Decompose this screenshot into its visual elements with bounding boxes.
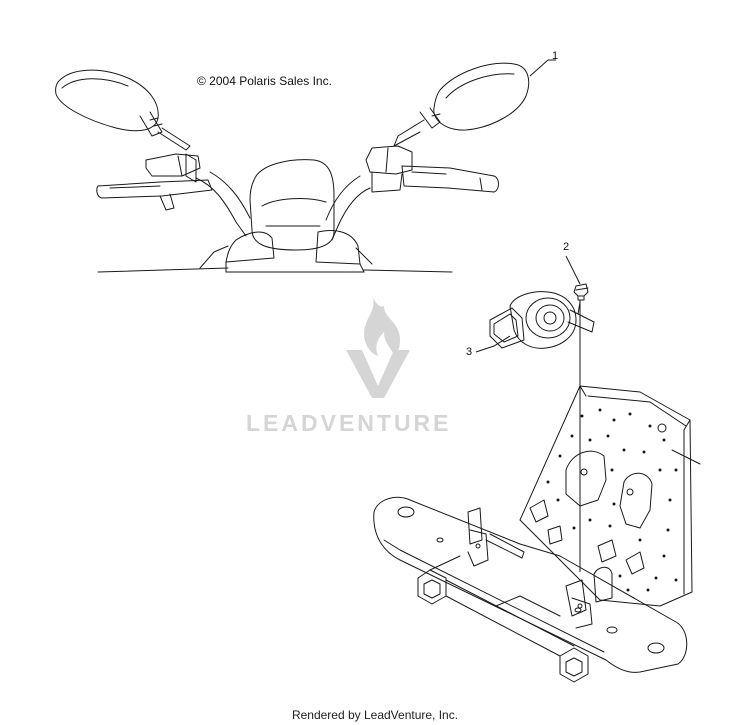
callout-leaders-2-3: [475, 255, 581, 572]
horn: [509, 291, 577, 349]
callout-label-2: 2: [563, 241, 570, 253]
right-mirror: [433, 62, 530, 131]
callout-label-3: 3: [466, 346, 473, 358]
copyright-text: © 2004 Polaris Sales Inc.: [197, 74, 332, 88]
callout-leader-1: [529, 59, 556, 77]
handlebar-assembly: [55, 62, 530, 273]
horn-assembly: [489, 283, 595, 349]
callout-label-1: 1: [552, 50, 559, 62]
frame-holes: [546, 408, 678, 592]
frame-assembly: [373, 385, 701, 683]
left-mirror: [55, 69, 159, 132]
footer-text: Rendered by LeadVenture, Inc.: [291, 708, 459, 722]
watermark-text: LEADVENTURE: [246, 410, 452, 436]
flame-logo-icon: [346, 296, 410, 398]
